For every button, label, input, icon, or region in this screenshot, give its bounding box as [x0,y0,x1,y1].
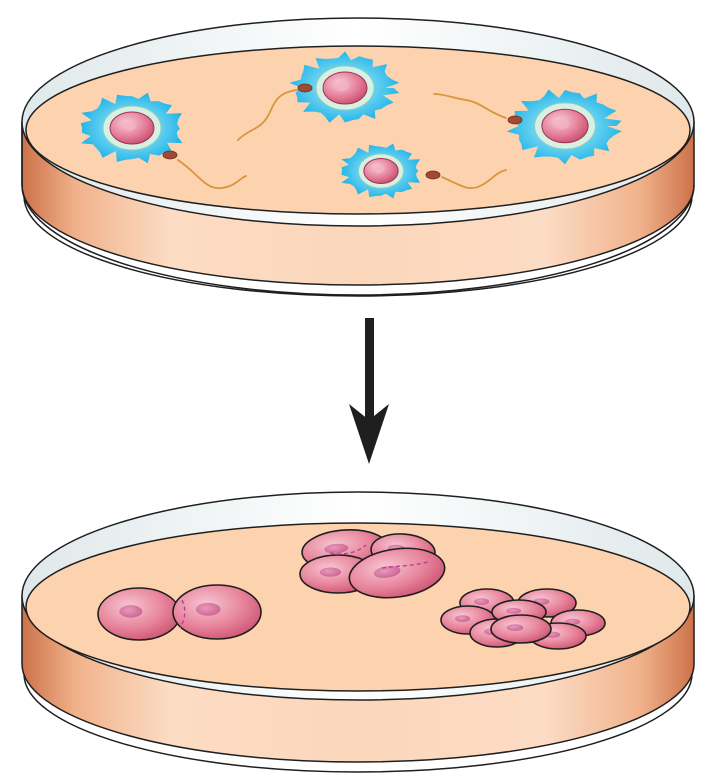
egg-cell [80,92,183,164]
blastomere [172,584,262,640]
embryos-group [97,529,606,650]
sperm-tail [237,89,298,141]
nucleus [474,598,490,605]
nucleus [373,565,401,578]
sperm-head [162,150,178,160]
nucleus [506,607,522,614]
nucleus [455,615,471,622]
egg-cell [341,143,421,199]
sperm-tail [177,159,247,189]
oocyte-highlight [335,81,349,91]
dish-base-line [23,673,693,773]
sperm-head [425,170,441,180]
dish-bottom-edge [21,184,695,296]
nucleus [195,602,221,616]
culture-medium [25,522,691,692]
petri-dish-bottom [21,491,695,773]
nucleus [119,605,143,618]
eggs-group [80,51,622,199]
embryo-2-cell [97,584,262,641]
egg-cell [506,89,622,165]
blastomere [348,547,446,599]
sperm-head [507,115,523,125]
arrow-down-icon [349,318,389,464]
dish-base-line [23,195,693,297]
blastomere [97,587,181,641]
nucleus [506,624,524,631]
sperm-tail [441,169,507,190]
oocyte-highlight [373,165,385,174]
sperm-group [162,83,523,190]
blastomere [490,614,552,644]
sperm-tail [433,93,507,119]
nucleus [324,543,349,554]
embryo-4-cell [299,529,446,599]
sperm-head [297,83,313,93]
sperm-cell [433,93,523,125]
sperm-cell [162,150,247,189]
sperm-cell [425,169,507,190]
nucleus [319,567,342,577]
oocyte-highlight [122,121,136,131]
oocyte-highlight [554,118,570,130]
embryo-8-cell [440,588,606,650]
sperm-cell [237,83,313,141]
egg-cell [289,51,400,123]
